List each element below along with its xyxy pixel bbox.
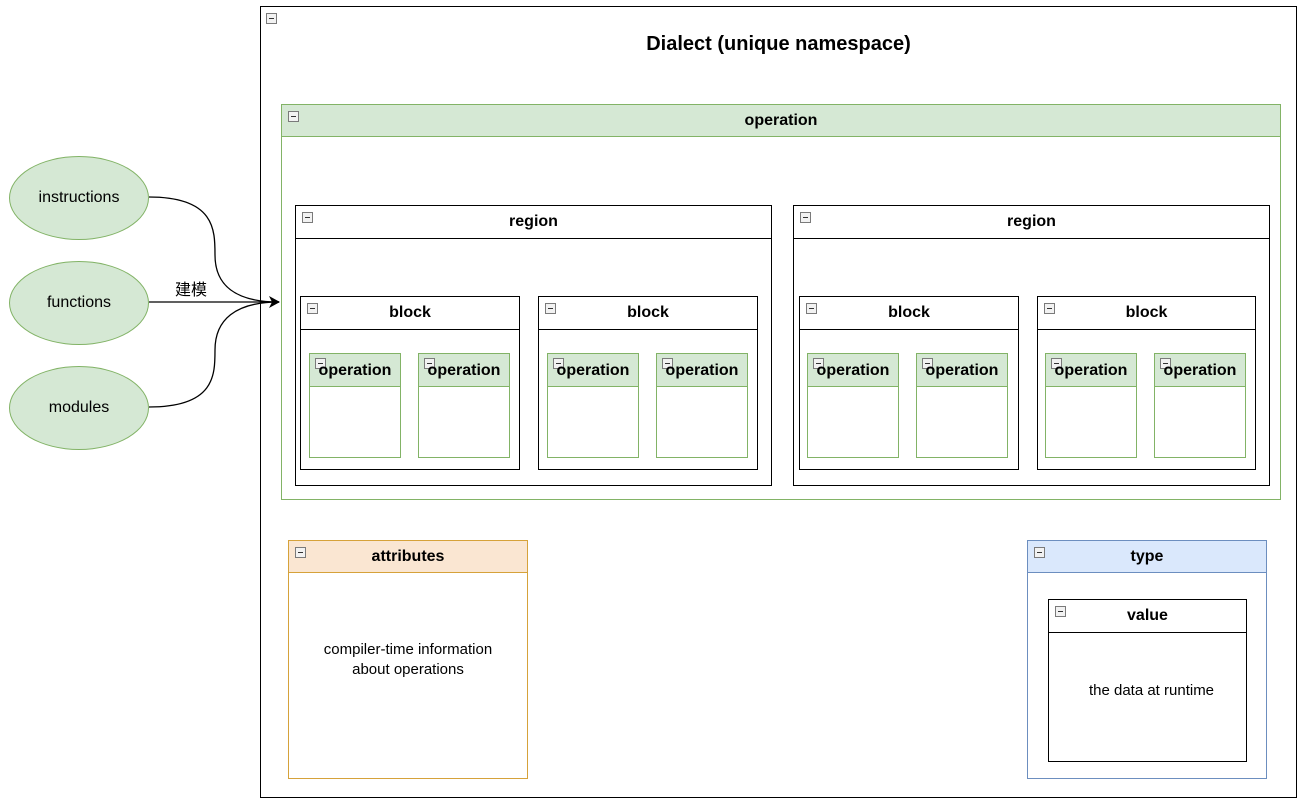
outer-operation-header bbox=[282, 105, 1280, 137]
value-container: value the data at runtime bbox=[1048, 599, 1247, 762]
value-description: the data at runtime bbox=[1088, 682, 1215, 699]
collapse-icon[interactable] bbox=[1055, 606, 1066, 617]
inner-operation-title: operation bbox=[665, 362, 739, 379]
inner-operation-title: operation bbox=[925, 362, 999, 379]
collapse-icon[interactable] bbox=[800, 212, 811, 223]
collapse-icon[interactable] bbox=[1034, 547, 1045, 558]
inner-operation: operation bbox=[309, 353, 401, 458]
attributes-title: attributes bbox=[371, 548, 445, 565]
collapse-icon[interactable] bbox=[315, 358, 326, 369]
attributes-description-line2: about operations bbox=[352, 661, 464, 678]
inner-operation: operation bbox=[547, 353, 639, 458]
collapse-icon[interactable] bbox=[295, 547, 306, 558]
collapse-icon[interactable] bbox=[545, 303, 556, 314]
block-header bbox=[539, 297, 757, 330]
attributes-container: attributes compiler-time information abo… bbox=[288, 540, 528, 779]
collapse-icon[interactable] bbox=[553, 358, 564, 369]
attributes-header bbox=[289, 541, 527, 573]
block-header bbox=[1038, 297, 1255, 330]
block-title: block bbox=[1125, 304, 1168, 321]
collapse-icon[interactable] bbox=[288, 111, 299, 122]
collapse-icon[interactable] bbox=[1044, 303, 1055, 314]
input-instructions: instructions bbox=[9, 156, 149, 240]
value-header bbox=[1049, 600, 1246, 633]
collapse-icon[interactable] bbox=[662, 358, 673, 369]
outer-operation-title: operation bbox=[744, 112, 818, 129]
collapse-icon[interactable] bbox=[424, 358, 435, 369]
inner-operation-title: operation bbox=[816, 362, 890, 379]
block-title: block bbox=[389, 304, 431, 321]
collapse-icon[interactable] bbox=[302, 212, 313, 223]
inner-operation-title: operation bbox=[1163, 362, 1237, 379]
region-header bbox=[794, 206, 1269, 239]
edge-modules-to-operation bbox=[148, 301, 280, 408]
outer-operation-container: operation bbox=[281, 104, 1281, 500]
collapse-icon[interactable] bbox=[307, 303, 318, 314]
collapse-icon[interactable] bbox=[266, 13, 277, 24]
type-title: type bbox=[1130, 548, 1164, 565]
inner-operation-title: operation bbox=[1054, 362, 1128, 379]
input-modules: modules bbox=[9, 366, 149, 450]
dialect-title: Dialect (unique namespace) bbox=[646, 33, 911, 55]
inner-operation: operation bbox=[807, 353, 899, 458]
inner-operation: operation bbox=[656, 353, 748, 458]
block-header bbox=[301, 297, 519, 330]
inner-operation-title: operation bbox=[318, 362, 392, 379]
block-title: block bbox=[888, 304, 930, 321]
inner-operation-title: operation bbox=[556, 362, 630, 379]
inner-operation: operation bbox=[1154, 353, 1246, 458]
attributes-description-line1: compiler-time information bbox=[323, 641, 493, 658]
region-title: region bbox=[509, 213, 558, 230]
collapse-icon[interactable] bbox=[922, 358, 933, 369]
input-functions: functions bbox=[9, 261, 149, 345]
collapse-icon[interactable] bbox=[806, 303, 817, 314]
collapse-icon[interactable] bbox=[813, 358, 824, 369]
region-header bbox=[296, 206, 771, 239]
collapse-icon[interactable] bbox=[1051, 358, 1062, 369]
inner-operation: operation bbox=[1045, 353, 1137, 458]
inner-operation: operation bbox=[418, 353, 510, 458]
block-title: block bbox=[627, 304, 669, 321]
type-header bbox=[1028, 541, 1266, 573]
inner-operation-title: operation bbox=[427, 362, 501, 379]
block-header bbox=[800, 297, 1018, 330]
edge-instructions-to-operation bbox=[148, 196, 280, 303]
collapse-icon[interactable] bbox=[1160, 358, 1171, 369]
value-title: value bbox=[1127, 607, 1168, 624]
region-title: region bbox=[1007, 213, 1056, 230]
inner-operation: operation bbox=[916, 353, 1008, 458]
edge-label: 建模 bbox=[170, 276, 212, 299]
dialect-container: Dialect (unique namespace) bbox=[260, 6, 1297, 798]
